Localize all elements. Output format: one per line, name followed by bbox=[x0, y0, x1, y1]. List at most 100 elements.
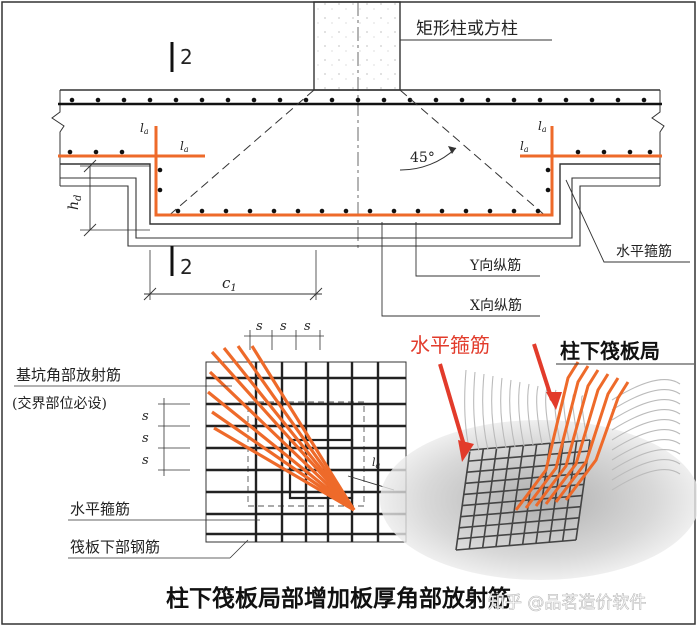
y-long-bar-label: Y向纵筋 bbox=[469, 257, 521, 274]
anchor-left bbox=[140, 126, 205, 158]
svg-text:s: s bbox=[142, 409, 149, 424]
bottom-rebar-dot bbox=[463, 208, 469, 214]
mesh-upright bbox=[611, 439, 681, 461]
photo-radial-bar bbox=[524, 365, 590, 509]
bottom-rebar-dot bbox=[391, 208, 397, 214]
watermark: 知乎 @品茗造价软件 bbox=[488, 593, 646, 613]
la-label-2: la bbox=[180, 139, 189, 154]
top-rebar-dot bbox=[147, 97, 153, 103]
mesh-upright bbox=[611, 389, 681, 411]
x-long-bar-label: X向纵筋 bbox=[470, 297, 522, 314]
bottom-rebar-dot bbox=[93, 149, 99, 155]
raft-outline bbox=[60, 89, 660, 225]
mesh-bar bbox=[465, 472, 586, 485]
bottom-rebar-dot bbox=[67, 149, 73, 155]
top-rebar-dot bbox=[95, 97, 101, 103]
radial-bar bbox=[211, 410, 355, 512]
svg-text:s: s bbox=[256, 319, 263, 334]
bottom-rebar-dot bbox=[535, 208, 541, 214]
top-rebar-dot bbox=[511, 97, 517, 103]
svg-text:s: s bbox=[142, 453, 149, 468]
mesh-upright bbox=[611, 409, 681, 431]
mesh-bar bbox=[561, 441, 578, 542]
mesh-upright bbox=[482, 373, 489, 451]
photo-shadow bbox=[380, 420, 697, 580]
plan-view: s s s s s s la 基坑角部放射筋 (交界部位必设) 水平箍 bbox=[12, 319, 407, 559]
top-rebar-dot bbox=[121, 97, 127, 103]
section-mark-top-label: 2 bbox=[180, 45, 193, 69]
radial-bar bbox=[250, 345, 356, 511]
bottom-rebar-dot bbox=[415, 208, 421, 214]
bottom-rebar-orange bbox=[58, 154, 662, 217]
plan-la-label: la bbox=[372, 456, 381, 470]
top-rebar-dot bbox=[199, 97, 205, 103]
svg-text:s: s bbox=[304, 319, 311, 334]
top-rebar-dot bbox=[589, 97, 595, 103]
top-rebar-dot bbox=[433, 97, 439, 103]
mesh-upright bbox=[536, 385, 543, 445]
angle-label: 45° bbox=[410, 150, 435, 166]
radial-bars bbox=[206, 345, 356, 512]
bottom-rebar-dot bbox=[601, 149, 607, 155]
mesh-bar bbox=[495, 446, 511, 547]
photo-title: 柱下筏板局 bbox=[560, 339, 660, 363]
mesh-bar bbox=[481, 447, 498, 548]
mesh-upright bbox=[545, 387, 552, 444]
top-rebar-dot bbox=[355, 97, 361, 103]
bottom-rebar-dot bbox=[271, 208, 277, 214]
mesh-bar bbox=[459, 516, 580, 529]
mesh-upright bbox=[509, 379, 516, 448]
radial-bar bbox=[208, 370, 356, 512]
radial-bar bbox=[236, 345, 356, 511]
top-rebar-dot bbox=[537, 97, 543, 103]
top-rebar-dot bbox=[303, 97, 309, 103]
mesh-bar bbox=[508, 445, 525, 546]
rect-column-label: 矩形柱或方柱 bbox=[416, 19, 518, 39]
bottom-rebar-dot bbox=[343, 208, 349, 214]
top-rebar-dot bbox=[485, 97, 491, 103]
mesh-bar bbox=[521, 444, 538, 545]
mesh-upright bbox=[611, 429, 681, 451]
photo-radial-bar bbox=[514, 361, 580, 511]
anchor-right bbox=[520, 126, 580, 158]
photo-radial-bar bbox=[544, 373, 610, 505]
svg-text:s: s bbox=[280, 319, 287, 334]
bottom-rebar-dot bbox=[157, 167, 163, 173]
bottom-rebar-dot bbox=[367, 208, 373, 214]
bottom-rebar-dot bbox=[157, 187, 163, 193]
raft-bottom-bar-label: 筏板下部钢筋 bbox=[70, 538, 160, 556]
photo-radial-bar bbox=[534, 369, 600, 507]
bottom-rebar-dot bbox=[247, 208, 253, 214]
mesh-upright bbox=[611, 449, 681, 471]
bottom-rebar-dot bbox=[175, 208, 181, 214]
top-rebar-dot bbox=[381, 97, 387, 103]
mesh-upright bbox=[500, 377, 507, 449]
section-mark-bottom-label: 2 bbox=[180, 255, 193, 279]
section-view: 45° la la la la hd 2 2 c1 矩形柱或方柱 bbox=[51, 1, 690, 317]
photo-panel: 柱下筏板局 水平箍筋 bbox=[380, 333, 697, 580]
top-rebar-dot bbox=[615, 97, 621, 103]
top-rebar-dot bbox=[459, 97, 465, 103]
mesh-bar bbox=[469, 439, 591, 451]
mesh-bar bbox=[455, 539, 577, 551]
top-spacing-dims: s s s bbox=[244, 319, 324, 350]
mesh-upright bbox=[491, 375, 498, 450]
mesh-upright bbox=[473, 371, 480, 452]
bottom-rebar-dot bbox=[199, 208, 205, 214]
mesh-bar bbox=[455, 449, 471, 551]
mesh-upright bbox=[518, 381, 525, 447]
top-rebar-dot bbox=[407, 97, 413, 103]
red-arrow-1 bbox=[438, 363, 468, 453]
top-rebar-dot bbox=[173, 97, 179, 103]
pit-corner-note: (交界部位必设) bbox=[12, 395, 107, 412]
mesh-bar bbox=[463, 483, 584, 496]
cushion-outline-1 bbox=[60, 177, 660, 239]
mesh-upright bbox=[611, 469, 681, 491]
la-label-1: la bbox=[140, 121, 149, 136]
top-rebar-dots bbox=[69, 97, 647, 103]
photo-orange-bars bbox=[514, 361, 630, 511]
mesh-bar bbox=[457, 528, 578, 540]
break-line-right bbox=[651, 90, 665, 186]
